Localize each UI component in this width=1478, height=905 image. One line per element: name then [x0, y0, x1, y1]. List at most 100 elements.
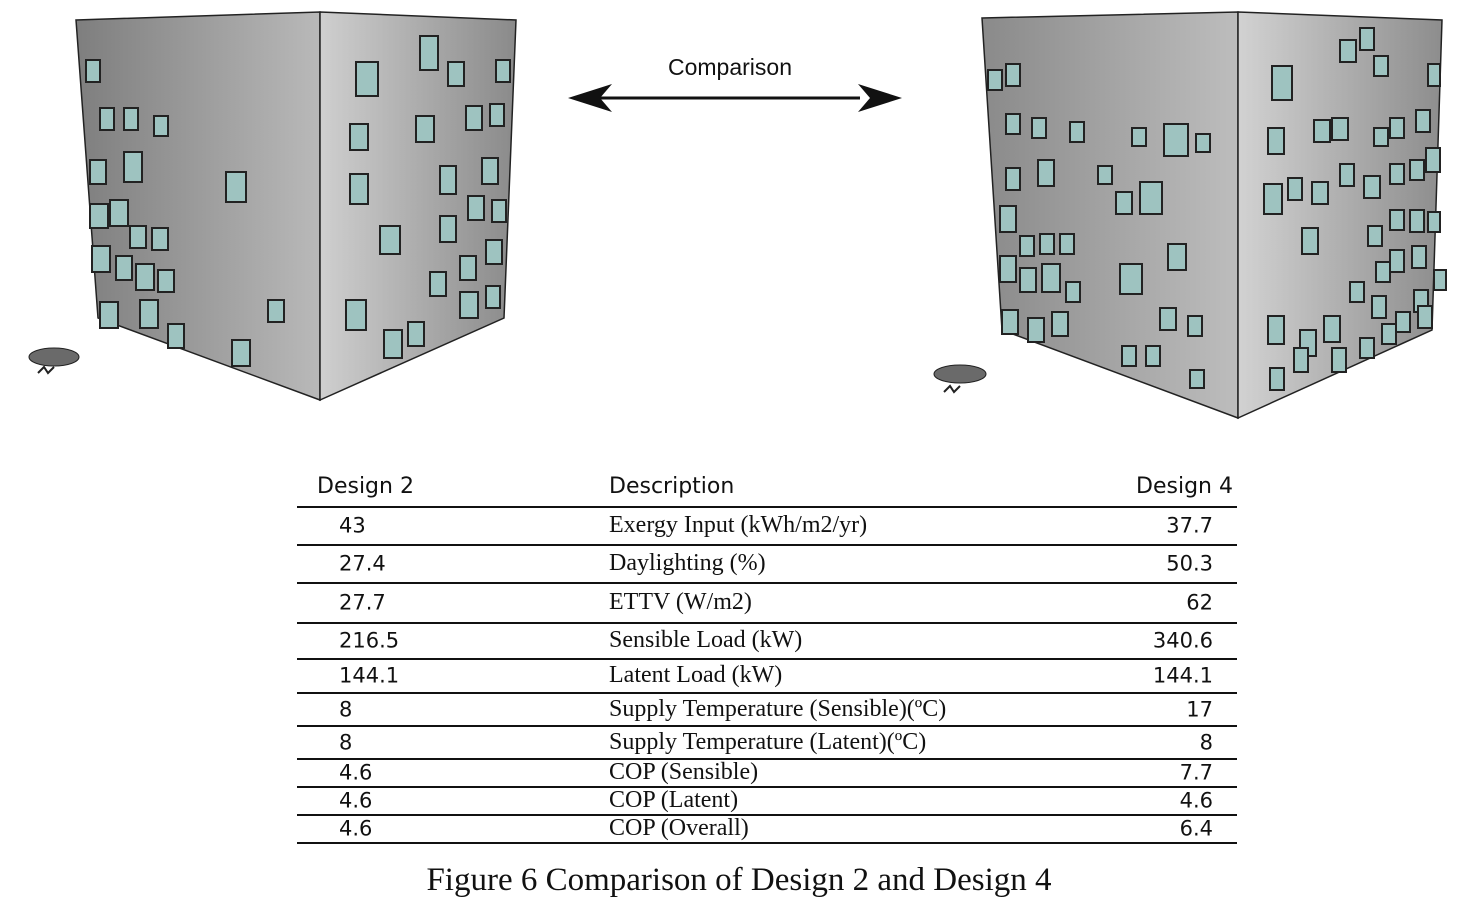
window-icon [1065, 281, 1081, 303]
window-icon [123, 107, 139, 131]
window-icon [1389, 117, 1405, 139]
window-icon [1409, 159, 1425, 181]
window-icon [1119, 263, 1143, 295]
table-row: 4.6 COP (Overall) 6.4 [297, 814, 1237, 844]
window-icon [1371, 295, 1387, 319]
window-icon [1433, 269, 1447, 291]
window-icon [1187, 315, 1203, 337]
window-icon [1331, 117, 1349, 141]
window-icon [85, 59, 101, 83]
window-icon [1069, 121, 1085, 143]
window-icon [459, 255, 477, 281]
window-icon [109, 199, 129, 227]
window-icon [495, 59, 511, 83]
window-icon [1411, 245, 1427, 269]
window-icon [1323, 315, 1341, 343]
design-4-value: 7.7 [1179, 760, 1213, 785]
window-icon [1121, 345, 1137, 367]
window-icon [1001, 309, 1019, 335]
design-4-value: 144.1 [1152, 663, 1213, 688]
window-icon [345, 299, 367, 331]
window-icon [987, 69, 1003, 91]
row-description: COP (Overall) [609, 814, 749, 841]
window-icon [1267, 315, 1285, 345]
header-design-2: Design 2 [317, 474, 414, 499]
window-icon [1417, 305, 1433, 329]
window-icon [1059, 233, 1075, 255]
design-4-value: 62 [1186, 590, 1213, 615]
window-icon [157, 269, 175, 293]
design-4-value: 17 [1186, 697, 1213, 722]
window-icon [1005, 167, 1021, 191]
design-2-value: 8 [339, 697, 353, 722]
row-description: Supply Temperature (Sensible)(ºC) [609, 695, 947, 722]
window-icon [415, 115, 435, 143]
window-icon [1389, 163, 1405, 185]
window-icon [491, 199, 507, 223]
window-icon [355, 61, 379, 97]
window-icon [1427, 211, 1441, 233]
window-icon [1375, 261, 1391, 283]
window-icon [1051, 311, 1069, 337]
table-row: 27.7 ETTV (W/m2) 62 [297, 584, 1237, 624]
design-2-value: 4.6 [339, 816, 373, 841]
window-icon [1115, 191, 1133, 215]
window-icon [99, 107, 115, 131]
window-icon [485, 239, 503, 265]
design-2-value: 4.6 [339, 788, 373, 813]
comparison-label: Comparison [668, 54, 792, 80]
window-icon [1349, 281, 1365, 303]
design-4-value: 340.6 [1152, 628, 1213, 653]
window-icon [139, 299, 159, 329]
window-icon [115, 255, 133, 281]
window-icon [419, 35, 439, 71]
design-2-value: 43 [339, 513, 366, 538]
row-description: Latent Load (kW) [609, 661, 783, 688]
window-icon [485, 285, 501, 309]
design-2-building-model [20, 0, 540, 420]
window-icon [1263, 183, 1283, 215]
window-icon [1145, 345, 1161, 367]
window-icon [231, 339, 251, 367]
window-icon [1039, 233, 1055, 255]
window-icon [151, 227, 169, 251]
window-icon [439, 165, 457, 195]
window-icon [1339, 39, 1357, 63]
table-row: 43 Exergy Input (kWh/m2/yr) 37.7 [297, 508, 1237, 546]
window-icon [1293, 347, 1309, 373]
window-icon [1359, 337, 1375, 359]
double-arrow-icon [568, 84, 902, 112]
design-2-value: 27.4 [339, 551, 386, 576]
window-icon [1027, 317, 1045, 343]
window-icon [481, 157, 499, 185]
window-icon [1005, 113, 1021, 135]
window-icon [439, 215, 457, 243]
window-icon [167, 323, 185, 349]
window-icon [489, 103, 505, 127]
window-icon [1097, 165, 1113, 185]
window-icon [1395, 311, 1411, 333]
window-icon [1331, 347, 1347, 373]
table-row: 8 Supply Temperature (Latent)(ºC) 8 [297, 727, 1237, 760]
window-icon [225, 171, 247, 203]
design-2-value: 216.5 [339, 628, 400, 653]
row-description: ETTV (W/m2) [609, 588, 752, 615]
window-icon [135, 263, 155, 291]
window-icon [1167, 243, 1187, 271]
window-icon [1367, 225, 1383, 247]
window-icon [1031, 117, 1047, 139]
window-icon [1005, 63, 1021, 87]
design-2-value: 144.1 [339, 663, 400, 688]
window-icon [383, 329, 403, 359]
window-icon [1313, 119, 1331, 143]
window-icon [1131, 127, 1147, 147]
window-icon [1163, 123, 1189, 157]
window-icon [1269, 367, 1285, 391]
window-icon [1381, 323, 1397, 345]
window-icon [1019, 267, 1037, 293]
window-icon [1425, 147, 1441, 173]
comparison-arrow: Comparison [560, 40, 910, 120]
row-description: Exergy Input (kWh/m2/yr) [609, 511, 868, 538]
table-row: 144.1 Latent Load (kW) 144.1 [297, 660, 1237, 694]
